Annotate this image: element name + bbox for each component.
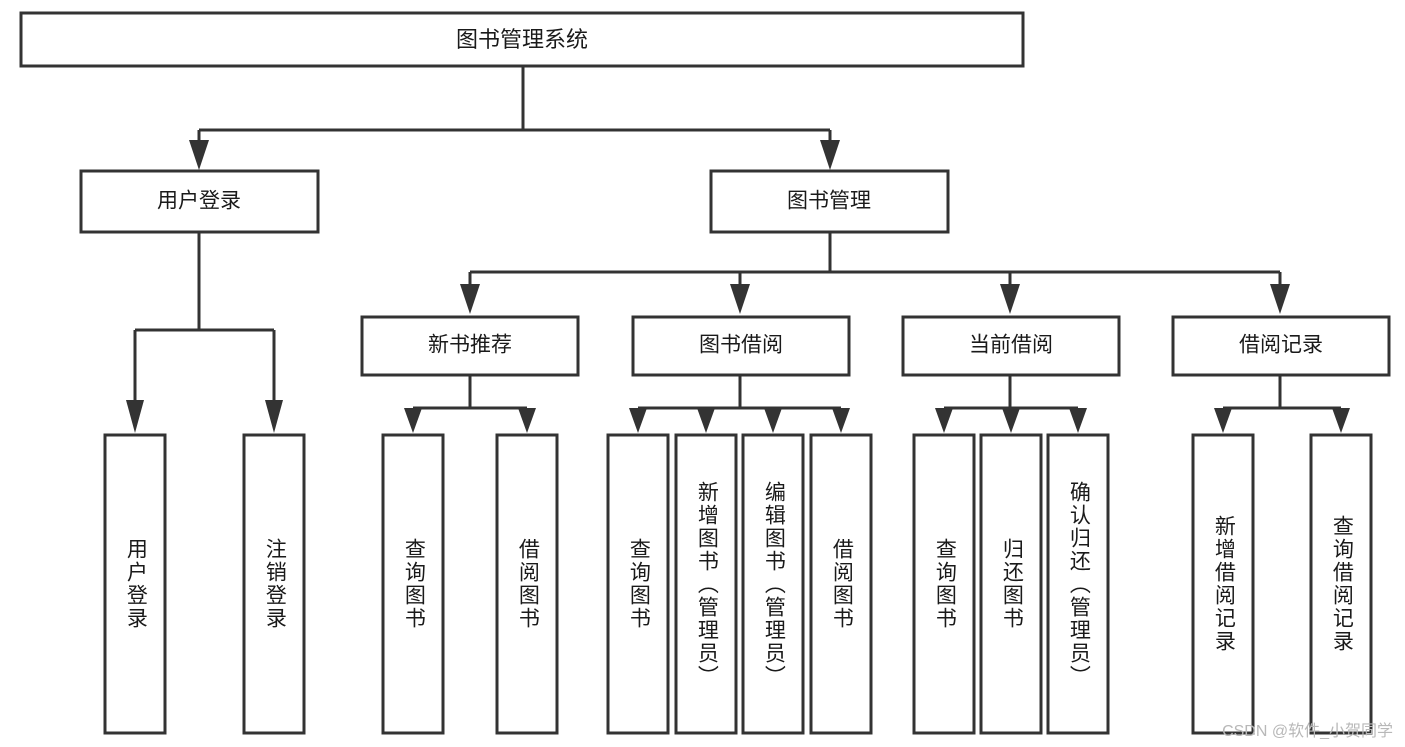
node-borrow-record[interactable]: 借阅记录 — [1171, 315, 1391, 377]
connector-group-borrow-record — [1214, 375, 1350, 433]
connector-group-book-mgmt — [460, 232, 1290, 314]
connector-group-new-book-recommend — [404, 375, 536, 433]
node-book-management-box[interactable] — [709, 169, 950, 234]
leaf-box-nbr-2[interactable] — [495, 433, 559, 735]
node-book-borrow[interactable]: 图书借阅 — [631, 315, 851, 377]
leaf-box-bb-1[interactable] — [606, 433, 670, 735]
node-borrow-record-box[interactable] — [1171, 315, 1391, 377]
node-book-borrow-label: 图书借阅 — [699, 334, 783, 357]
connector-group-root — [189, 66, 840, 170]
arrow-head-leaf-user-login-1 — [126, 400, 144, 433]
leaf-box-br-1[interactable] — [1191, 433, 1255, 735]
leaf-box-bb-3[interactable] — [741, 433, 805, 735]
node-current-borrow-label: 当前借阅 — [969, 334, 1053, 357]
arrow-head-leaf-br-1 — [1214, 408, 1232, 433]
arrow-head-leaf-bb-4 — [832, 408, 850, 433]
arrow-head-leaf-nbr-2 — [518, 408, 536, 433]
arrow-head-leaf-bb-1 — [629, 408, 647, 433]
node-book-borrow-box[interactable] — [631, 315, 851, 377]
leaf-box-bb-2[interactable] — [674, 433, 738, 735]
arrow-head-leaf-user-login-2 — [265, 400, 283, 433]
arrow-head-leaf-cb-3 — [1069, 408, 1087, 433]
leaf-box-user-login-2[interactable] — [242, 433, 306, 735]
node-root-box[interactable] — [19, 11, 1025, 68]
arrow-head-new-book-recommend — [460, 284, 480, 314]
node-book-management-label: 图书管理 — [787, 190, 871, 213]
leaf-box-cb-3[interactable] — [1046, 433, 1110, 735]
arrow-head-current-borrow — [1000, 284, 1020, 314]
leaf-box-cb-2[interactable] — [979, 433, 1043, 735]
node-borrow-record-label: 借阅记录 — [1239, 334, 1323, 357]
arrow-head-leaf-cb-2 — [1002, 408, 1020, 433]
arrow-head-leaf-nbr-1 — [404, 408, 422, 433]
arrow-head-user-login — [189, 140, 209, 170]
arrow-head-leaf-bb-3 — [764, 408, 782, 433]
node-current-borrow-box[interactable] — [901, 315, 1121, 377]
node-root[interactable]: 图书管理系统 — [19, 11, 1025, 68]
node-user-login[interactable]: 用户登录 — [79, 169, 320, 234]
leaf-box-br-2[interactable] — [1309, 433, 1373, 735]
node-root-label: 图书管理系统 — [456, 27, 588, 52]
node-user-login-label: 用户登录 — [157, 190, 241, 213]
leaf-box-user-login-1[interactable] — [103, 433, 167, 735]
arrow-head-borrow-record — [1270, 284, 1290, 314]
leaf-box-nbr-1[interactable] — [381, 433, 445, 735]
connector-group-user-login — [126, 232, 283, 433]
arrow-head-leaf-bb-2 — [697, 408, 715, 433]
arrow-head-leaf-cb-1 — [935, 408, 953, 433]
connector-group-book-borrow — [629, 375, 850, 433]
arrow-head-book-borrow — [730, 284, 750, 314]
node-new-book-recommend[interactable]: 新书推荐 — [360, 315, 580, 377]
node-new-book-recommend-box[interactable] — [360, 315, 580, 377]
arrow-head-book-mgmt — [820, 140, 840, 170]
leaf-box-bb-4[interactable] — [809, 433, 873, 735]
node-book-management[interactable]: 图书管理 — [709, 169, 950, 234]
node-user-login-box[interactable] — [79, 169, 320, 234]
node-current-borrow[interactable]: 当前借阅 — [901, 315, 1121, 377]
node-new-book-recommend-label: 新书推荐 — [428, 334, 512, 357]
leaf-box-cb-1[interactable] — [912, 433, 976, 735]
connector-group-current-borrow — [935, 375, 1087, 433]
watermark-text: CSDN @软件_小贺同学 — [1222, 723, 1393, 740]
arrow-head-leaf-br-2 — [1332, 408, 1350, 433]
